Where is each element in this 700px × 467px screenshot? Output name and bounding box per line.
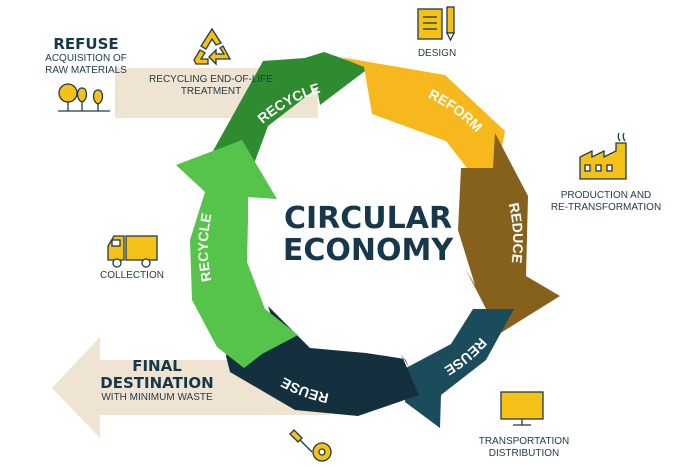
final-line1: FINAL (132, 357, 182, 375)
recycling-treatment-label: RECYCLING END-OF-LIFE TREATMENT (143, 74, 279, 98)
collection-label: COLLECTION (100, 270, 164, 281)
final-line3: WITH MINIMUM WASTE (101, 392, 213, 403)
recycling-treatment-line1: RECYCLING END-OF-LIFE (149, 74, 273, 85)
transportation-label: TRANSPORTATION DISTRIBUTION (466, 436, 582, 460)
monitor-icon (500, 391, 544, 426)
production-line2: RE-TRANSFORMATION (550, 202, 662, 213)
refuse-line1: ACQUISITION OF (45, 53, 127, 64)
final-line2: DESTINATION (100, 374, 214, 392)
recycling-treatment-line2: TREATMENT (180, 86, 242, 97)
design-icon (417, 6, 456, 42)
reuse-right-segment (405, 309, 514, 428)
design-label: DESIGN (417, 48, 457, 59)
tools-icon (289, 429, 332, 462)
center-title-line1: CIRCULAR (283, 201, 453, 236)
production-line1: PRODUCTION AND (560, 190, 652, 201)
center-title-line2: ECONOMY (282, 233, 454, 268)
segment-label-reduce: REDUCE (506, 201, 527, 264)
factory-icon (579, 132, 627, 180)
transportation-line2: DISTRIBUTION (488, 448, 560, 459)
reform-segment (340, 57, 505, 168)
center-title: CIRCULAR ECONOMY (263, 203, 473, 267)
trees-icon (58, 83, 110, 112)
production-label: PRODUCTION AND RE-TRANSFORMATION (548, 190, 664, 214)
refuse-title: REFUSE (53, 35, 119, 53)
recycle-icon (193, 27, 232, 66)
truck-icon (107, 235, 158, 268)
segment-label-recycle-left: RECYCLE (195, 212, 215, 284)
refuse-line2: RAW MATERIALS (45, 65, 127, 76)
recycle-left-segment (176, 140, 298, 368)
refuse-label: REFUSE ACQUISITION OF RAW MATERIALS (36, 36, 136, 77)
final-destination-label: FINAL DESTINATION WITH MINIMUM WASTE (82, 358, 232, 404)
reduce-segment (458, 133, 560, 334)
transportation-line1: TRANSPORTATION (478, 436, 570, 447)
